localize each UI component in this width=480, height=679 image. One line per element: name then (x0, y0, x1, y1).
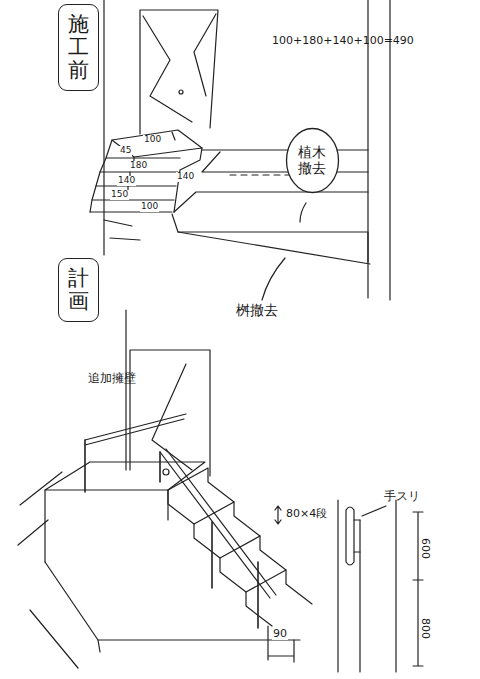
dimension: 180 (129, 161, 148, 171)
dimension-sum: 100+180+140+100=490 (272, 35, 414, 47)
node-text: 施工前 (68, 13, 89, 82)
dimension: 100 (140, 202, 159, 212)
note-balloon: 植木撤去 (285, 127, 340, 194)
plan-scene (18, 310, 423, 672)
dimension: 80×4段 (286, 508, 327, 520)
dimension: 45 (119, 146, 132, 156)
note-text: 追加擁壁 (88, 372, 100, 385)
balloon-ellipse (286, 128, 338, 192)
dimension: 800 (419, 618, 431, 639)
note-text: 桝撤去 (236, 303, 278, 318)
dimension: 140 (176, 172, 195, 182)
dimension: 600 (419, 538, 431, 559)
dimension: 150 (110, 190, 129, 200)
dimension: 90 (272, 628, 288, 640)
section-title-box: 施工前 (58, 4, 99, 91)
node-text: 計画 (68, 267, 89, 313)
dimension: 100 (143, 135, 162, 145)
section-title-box: 計画 (58, 258, 99, 322)
dimension: 140 (117, 176, 136, 186)
node-text: 植木撤去 (298, 144, 327, 176)
part-name: 手スリ (384, 490, 420, 503)
